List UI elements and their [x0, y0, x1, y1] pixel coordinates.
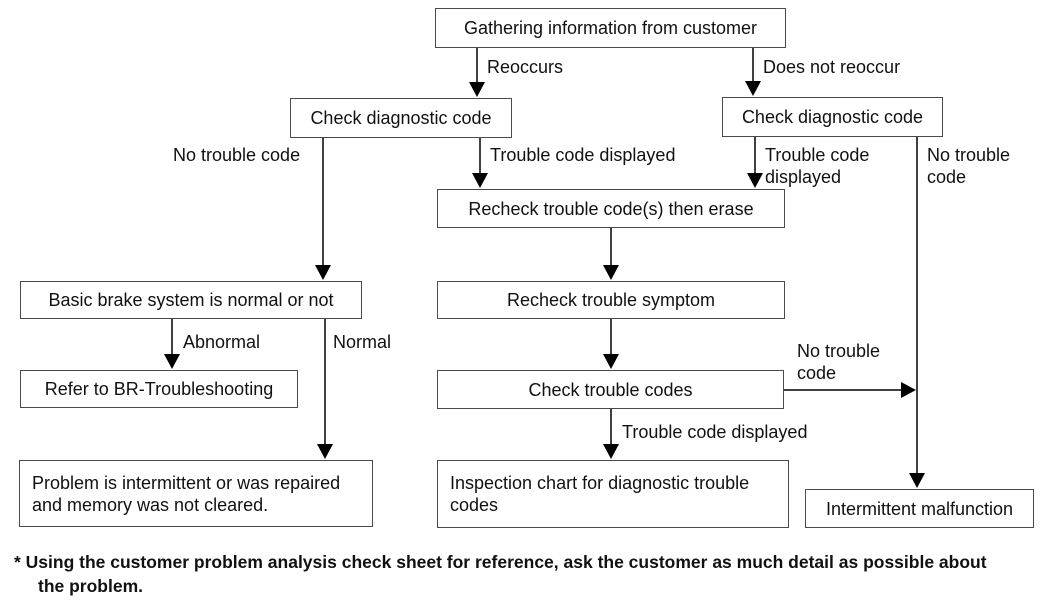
edge-label-trouble-code-displayed-left: Trouble code displayed — [490, 145, 676, 165]
arrowhead-right-icon — [901, 382, 916, 398]
edge-label-trouble-code-displayed-bottom: Trouble code displayed — [622, 422, 808, 442]
arrowhead-down-icon — [603, 354, 619, 369]
arrowhead-down-icon — [603, 444, 619, 459]
node-recheck-trouble-codes-erase: Recheck trouble code(s) then erase — [437, 189, 785, 228]
edge-label-does-not-reoccur: Does not reoccur — [763, 57, 901, 77]
node-intermittent-malfunction: Intermittent malfunction — [805, 489, 1034, 528]
edge-label-no-trouble-code-mid: No trouble code — [797, 341, 881, 383]
node-check-trouble-codes: Check trouble codes — [437, 370, 784, 409]
arrowhead-down-icon — [315, 265, 331, 280]
edge-label-no-trouble-code-right: No trouble code — [927, 145, 1011, 187]
edge-label-trouble-code-displayed-right: Trouble code displayed — [765, 145, 870, 187]
arrowhead-down-icon — [469, 82, 485, 97]
edge-label-reoccurs: Reoccurs — [487, 57, 564, 77]
arrowhead-down-icon — [747, 173, 763, 188]
node-check-diagnostic-code-right: Check diagnostic code — [722, 97, 943, 137]
node-problem-intermittent: Problem is intermittent or was repaired … — [19, 460, 373, 527]
footnote-customer-analysis: * Using the customer problem analysis ch… — [14, 552, 987, 596]
node-basic-brake-system: Basic brake system is normal or not — [20, 281, 362, 319]
arrowhead-down-icon — [164, 354, 180, 369]
arrowhead-down-icon — [317, 444, 333, 459]
node-gathering-information: Gathering information from customer — [435, 8, 786, 48]
node-recheck-trouble-symptom: Recheck trouble symptom — [437, 281, 785, 319]
arrowhead-down-icon — [603, 265, 619, 280]
edge-label-normal: Normal — [333, 332, 392, 352]
node-check-diagnostic-code-left: Check diagnostic code — [290, 98, 512, 138]
arrowhead-down-icon — [909, 473, 925, 488]
edge-label-abnormal: Abnormal — [183, 332, 261, 352]
node-refer-br-troubleshooting: Refer to BR-Troubleshooting — [20, 370, 298, 408]
arrowhead-down-icon — [745, 81, 761, 96]
node-inspection-chart: Inspection chart for diagnostic trouble … — [437, 460, 789, 528]
edge-label-no-trouble-code-left: No trouble code — [173, 145, 301, 165]
arrowhead-down-icon — [472, 173, 488, 188]
